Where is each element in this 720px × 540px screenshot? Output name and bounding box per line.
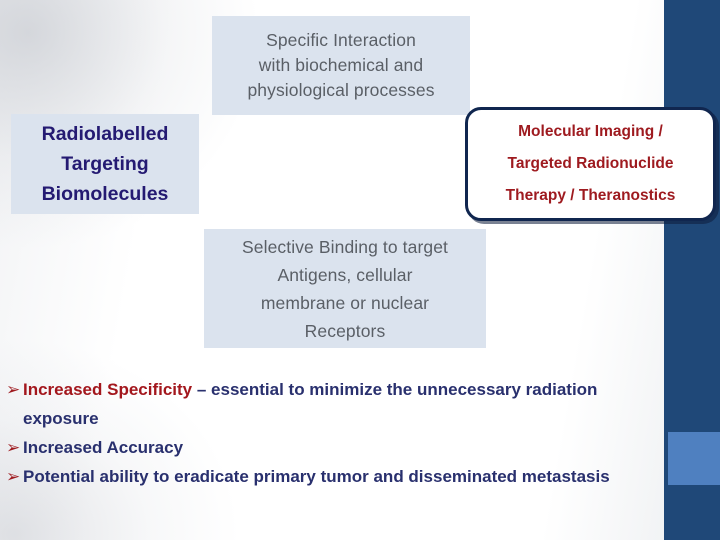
arrow-bullet-icon: ➢ — [6, 467, 21, 486]
box-specific-interaction-line-3: physiological processes — [247, 80, 435, 100]
bullet-1-highlight: Increased Specificity — [23, 380, 193, 399]
list-item: ➢ Potential ability to eradicate primary… — [6, 462, 654, 491]
box-radiolabelled-line-1: Radiolabelled — [41, 123, 169, 145]
box-molecular-imaging-theranostics: Molecular Imaging / Targeted Radionuclid… — [465, 107, 716, 221]
box-selective-binding-line-3: membrane or nuclear — [260, 292, 430, 313]
box-molecular-line-1: Molecular Imaging / — [518, 123, 663, 140]
box-specific-interaction-line-1: Specific Interaction — [266, 30, 416, 50]
box-molecular-line-2: Targeted Radionuclide — [507, 155, 674, 172]
right-edge-light-bar — [668, 432, 720, 485]
box-molecular-line-3: Therapy / Theranostics — [505, 187, 676, 204]
box-radiolabelled-line-3: Biomolecules — [41, 183, 169, 205]
box-selective-binding: Selective Binding to target Antigens, ce… — [204, 229, 486, 348]
box-selective-binding-line-4: Receptors — [304, 320, 386, 341]
arrow-bullet-icon: ➢ — [6, 438, 21, 457]
bullet-text-2: Increased Accuracy — [23, 433, 654, 462]
list-item: ➢ Increased Accuracy — [6, 433, 654, 462]
list-item: ➢ Increased Specificity – essential to m… — [6, 375, 654, 433]
bullet-text-1: Increased Specificity – essential to min… — [23, 375, 654, 433]
bullet-1-rest: – essential to minimize the unnecessary … — [23, 380, 598, 428]
box-radiolabelled-line-2: Targeting — [61, 153, 149, 175]
box-specific-interaction-line-2: with biochemical and — [258, 55, 424, 75]
box-specific-interaction: Specific Interaction with biochemical an… — [212, 16, 470, 115]
bullet-2-rest: Increased Accuracy — [23, 438, 184, 457]
arrow-bullet-icon: ➢ — [6, 380, 21, 399]
bullet-text-3: Potential ability to eradicate primary t… — [23, 462, 654, 491]
bullet-3-rest: Potential ability to eradicate primary t… — [23, 467, 610, 486]
box-radiolabelled-targeting-biomolecules: Radiolabelled Targeting Biomolecules — [11, 114, 199, 214]
box-selective-binding-line-1: Selective Binding to target — [241, 236, 449, 257]
box-selective-binding-line-2: Antigens, cellular — [277, 264, 413, 285]
benefits-bullet-list: ➢ Increased Specificity – essential to m… — [6, 375, 654, 491]
